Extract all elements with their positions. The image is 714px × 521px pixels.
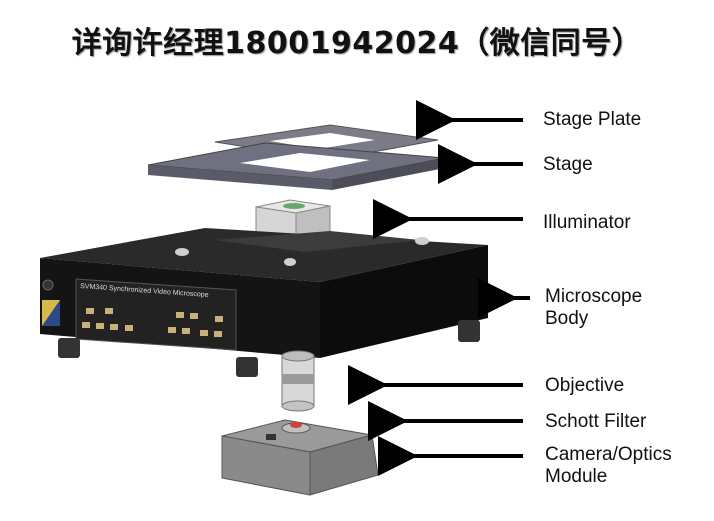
label-stage: Stage [543,154,593,175]
camera-module-part [221,419,379,496]
microscope-body-part [40,228,488,377]
stage-part [147,142,446,190]
label-camera-module-line1: Camera/Optics [545,444,672,465]
label-objective: Objective [545,375,625,396]
label-camera-module-line2: Module [545,466,608,487]
label-microscope-body-line1: Microscope [545,286,643,307]
callout-arrows [348,100,530,476]
label-camera-module: Camera/Optics Module [545,444,672,488]
label-microscope-body: Microscope Body [545,286,642,330]
label-illuminator: Illuminator [543,212,631,233]
label-stage-plate: Stage Plate [543,109,642,130]
label-schott-filter: Schott Filter [545,411,647,432]
label-microscope-body-line2: Body [545,308,589,329]
objective-part [281,350,315,412]
page-title: 详询许经理18001942024（微信同号） [71,26,643,61]
